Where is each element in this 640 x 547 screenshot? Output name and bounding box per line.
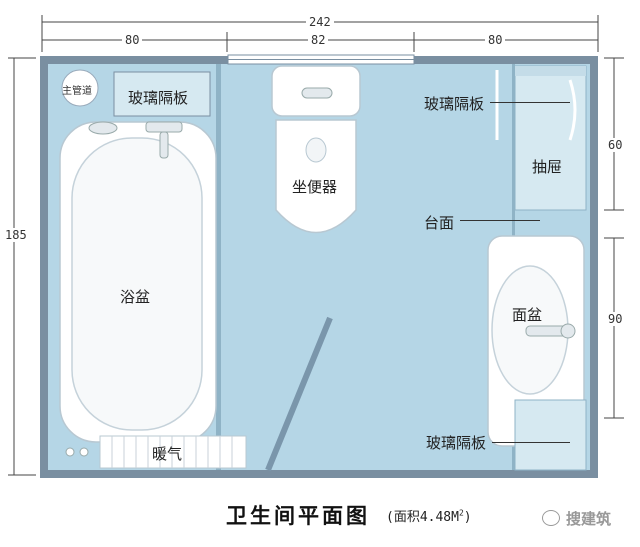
dim-total-height: 185 <box>2 228 30 242</box>
drawer-cabinet <box>514 65 587 211</box>
glass-panel-top <box>113 71 211 117</box>
label-toilet: 坐便器 <box>292 178 338 196</box>
dim-total-width: 242 <box>306 15 334 29</box>
label-glass-right-top: 玻璃隔板 <box>424 95 485 113</box>
label-glass-right-bottom: 玻璃隔板 <box>426 434 487 452</box>
dim-basin-height: 90 <box>605 312 626 326</box>
label-basin: 面盆 <box>512 306 543 324</box>
bathtub-inner <box>71 137 203 431</box>
wechat-icon <box>542 510 560 526</box>
radiator <box>99 435 247 469</box>
label-bathtub: 浴盆 <box>120 288 151 306</box>
door <box>265 316 333 472</box>
dim-right-width: 80 <box>485 33 506 47</box>
faucet-icon <box>145 121 183 133</box>
label-glass-top: 玻璃隔板 <box>128 89 189 107</box>
dim-left-width: 80 <box>122 33 143 47</box>
toilet <box>271 65 361 234</box>
shower-head-icon <box>88 121 118 135</box>
plan-title: 卫生间平面图 <box>226 503 370 528</box>
area-caption: (面积4.48M2) <box>386 508 472 525</box>
dim-middle-width: 82 <box>308 33 329 47</box>
glass-panel-bottom <box>514 399 587 471</box>
label-countertop: 台面 <box>424 214 455 232</box>
label-drawer: 抽屉 <box>532 158 563 176</box>
left-zone-edge <box>216 64 221 470</box>
watermark: 搜建筑 <box>566 510 612 528</box>
dim-drawer-height: 60 <box>605 138 626 152</box>
main-pipe <box>61 69 99 107</box>
label-radiator: 暖气 <box>152 445 183 463</box>
label-main-pipe: 主管道 <box>62 86 92 97</box>
